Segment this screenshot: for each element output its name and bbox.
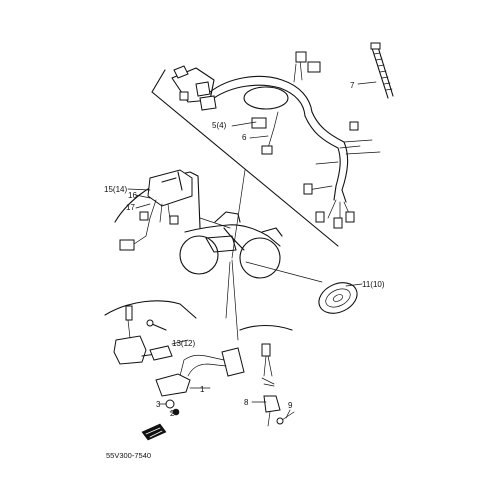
neutral-switch: [261, 343, 295, 427]
callout-9-label: 9: [288, 401, 293, 410]
callout-5-label: 5(4): [212, 121, 227, 130]
callout-leader-16: [135, 194, 151, 199]
callout-leader-5: [231, 121, 257, 127]
callout-2-label: 2: [170, 409, 175, 418]
callout-leader-13: [171, 339, 189, 345]
rectifier-section-outline: [239, 324, 293, 331]
cable-tie: [370, 42, 394, 99]
horn: [318, 282, 358, 314]
callout-11-label: 11(10): [362, 280, 385, 289]
connector-clip-part: [141, 423, 167, 441]
callout-leader-11: [345, 283, 363, 287]
handlebar-switch: [119, 169, 193, 251]
callout-8-label: 8: [244, 398, 249, 407]
motorcycle-outline: [179, 211, 283, 279]
wire-harness: [171, 51, 381, 229]
callout-7-label: 7: [350, 81, 355, 90]
callout-1-label: 1: [200, 385, 205, 394]
ignition-section-outline: [104, 300, 197, 319]
ignition-coil: [113, 305, 173, 365]
callout-leader-15: [127, 188, 151, 191]
callout-leader-6: [249, 135, 269, 139]
bolt-part: [146, 319, 167, 331]
callout-17-label: 17: [126, 203, 135, 212]
callout-15-label: 15(14): [104, 185, 127, 194]
callout-leader-17: [135, 203, 151, 209]
leader-line-rectifier: [225, 261, 231, 319]
washer-parts: [165, 399, 180, 416]
harness-section-outline: [151, 69, 339, 247]
callout-6-label: 6: [242, 133, 247, 142]
leader-line-horn: [245, 261, 323, 283]
callout-16-label: 16: [128, 191, 137, 200]
harness-connector-6: [251, 117, 267, 129]
leader-line-switch: [199, 217, 231, 229]
callout-3-label: 3: [156, 400, 161, 409]
rectifier-regulator: [155, 347, 245, 397]
callout-leader-9: [285, 409, 291, 419]
leader-line-ignition: [231, 259, 239, 341]
drawing-code: 55V300-7540: [106, 451, 151, 460]
callout-leader-7: [357, 81, 377, 85]
callout-13-label: 13(12): [172, 339, 195, 348]
